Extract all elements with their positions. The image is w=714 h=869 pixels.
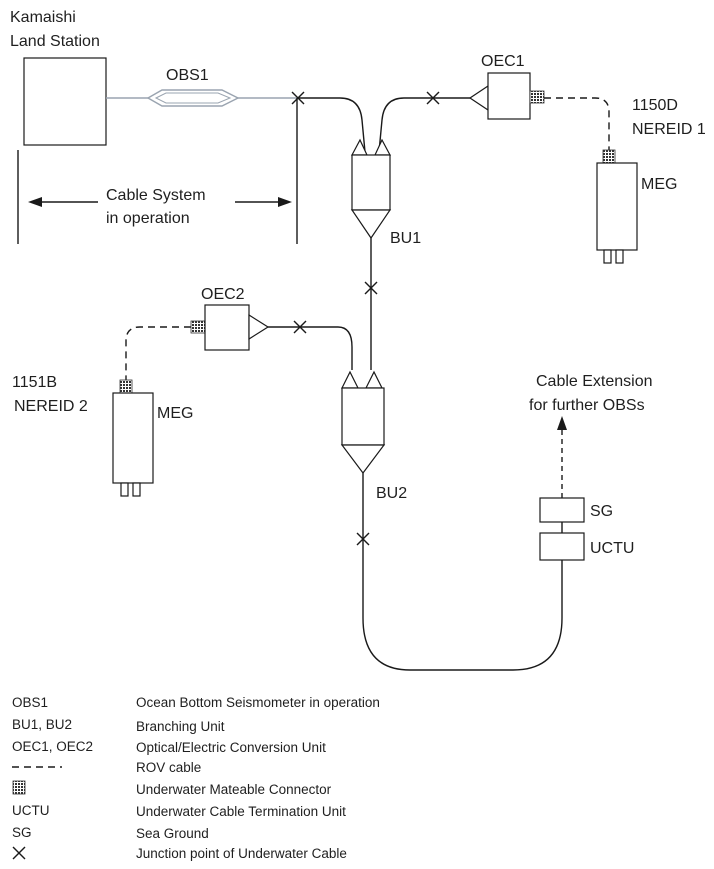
oec1-box	[487, 72, 531, 120]
legend-desc: Underwater Cable Termination Unit	[136, 804, 346, 819]
legend-row: UCTU Underwater Cable Termination Unit	[12, 803, 346, 819]
junction-x-icon	[426, 91, 440, 105]
rov-cable-nereid1	[544, 97, 610, 150]
legend-key: OEC1, OEC2	[12, 739, 93, 754]
uctu-box	[539, 532, 585, 561]
extension-label-line2: for further OBSs	[529, 397, 645, 414]
legend-key: UCTU	[12, 803, 50, 818]
arrowhead-right-icon	[278, 197, 292, 207]
legend-row: OEC1, OEC2 Optical/Electric Conversion U…	[12, 739, 326, 755]
legend-desc: Optical/Electric Conversion Unit	[136, 740, 326, 755]
oec2-cone	[248, 313, 270, 341]
legend-key: OBS1	[12, 695, 48, 710]
bu2-label: BU2	[376, 485, 407, 502]
bu1-label: BU1	[390, 230, 421, 247]
land-station-box	[23, 57, 107, 146]
cable-bu1-oec1	[378, 97, 470, 153]
station-label-line1: Kamaishi	[10, 9, 76, 26]
nereid2-meg-label: MEG	[157, 405, 193, 422]
junction-x-icon	[356, 532, 370, 546]
arrowhead-left-icon	[28, 197, 42, 207]
station-label-line2: Land Station	[10, 33, 100, 50]
oec1-connector-icon	[529, 90, 545, 104]
legend-desc: Underwater Mateable Connector	[136, 782, 332, 797]
oec2-label: OEC2	[201, 286, 245, 303]
sg-label: SG	[590, 503, 613, 520]
nereid2-meg-foot1	[120, 482, 129, 497]
legend-desc: Sea Ground	[136, 826, 209, 841]
uctu-label: UCTU	[590, 540, 634, 557]
legend-row: ROV cable	[12, 760, 201, 775]
cable-system-label-line2: in operation	[106, 210, 190, 227]
junction-x-icon	[293, 320, 307, 334]
nereid1-label-line1: 1150D	[632, 97, 678, 114]
legend-key: SG	[12, 825, 32, 840]
connector-icon	[12, 780, 26, 795]
legend-key: BU1, BU2	[12, 717, 72, 732]
legend-row: SG Sea Ground	[12, 825, 209, 841]
legend-row: Junction point of Underwater Cable	[12, 846, 347, 861]
nereid1-connector-icon	[602, 149, 616, 164]
nereid2-meg-body	[112, 392, 154, 484]
legend-desc: ROV cable	[136, 760, 201, 775]
nereid2-connector-icon	[119, 379, 133, 394]
obs1-label: OBS1	[166, 67, 209, 84]
junction-x-icon	[364, 281, 378, 295]
obs1-seismometer-inner	[154, 92, 232, 104]
nereid1-meg-foot1	[603, 249, 612, 264]
legend-row: OBS1 Ocean Bottom Seismometer in operati…	[12, 695, 380, 710]
oec2-box	[204, 304, 250, 351]
nereid1-meg-label: MEG	[641, 176, 677, 193]
nereid2-label-line2: NEREID 2	[14, 398, 88, 415]
legend-row: BU1, BU2 Branching Unit	[12, 717, 225, 734]
extension-label-line1: Cable Extension	[536, 373, 653, 390]
cable-obs1-bu1	[298, 97, 366, 153]
nereid1-meg-foot2	[615, 249, 624, 264]
cable-bu2-uctu	[362, 473, 563, 671]
cable-system-label-line1: Cable System	[106, 187, 206, 204]
obs1-seismometer	[146, 89, 240, 107]
legend-desc: Ocean Bottom Seismometer in operation	[136, 695, 380, 710]
bu2-branching-unit	[340, 370, 386, 474]
junction-x-icon	[12, 846, 26, 860]
nereid2-label-line1: 1151B	[12, 374, 57, 391]
rov-cable-nereid2	[125, 326, 191, 380]
cable-oec2-bu2	[268, 326, 353, 370]
oec1-label: OEC1	[481, 53, 525, 70]
nereid2-meg-foot2	[132, 482, 141, 497]
extension-arrowhead-icon	[557, 416, 567, 430]
nereid1-meg-body	[596, 162, 638, 251]
bu1-branching-unit	[350, 138, 392, 240]
legend-desc: Branching Unit	[136, 719, 225, 734]
legend-row: Underwater Mateable Connector	[12, 780, 332, 797]
legend-desc: Junction point of Underwater Cable	[136, 846, 347, 861]
nereid1-label-line2: NEREID 1	[632, 121, 706, 138]
oec1-cone	[468, 84, 489, 112]
junction-x-icon	[291, 91, 305, 105]
oec2-connector-icon	[190, 320, 206, 334]
legend: OBS1 Ocean Bottom Seismometer in operati…	[12, 695, 380, 861]
sg-box	[539, 497, 585, 523]
